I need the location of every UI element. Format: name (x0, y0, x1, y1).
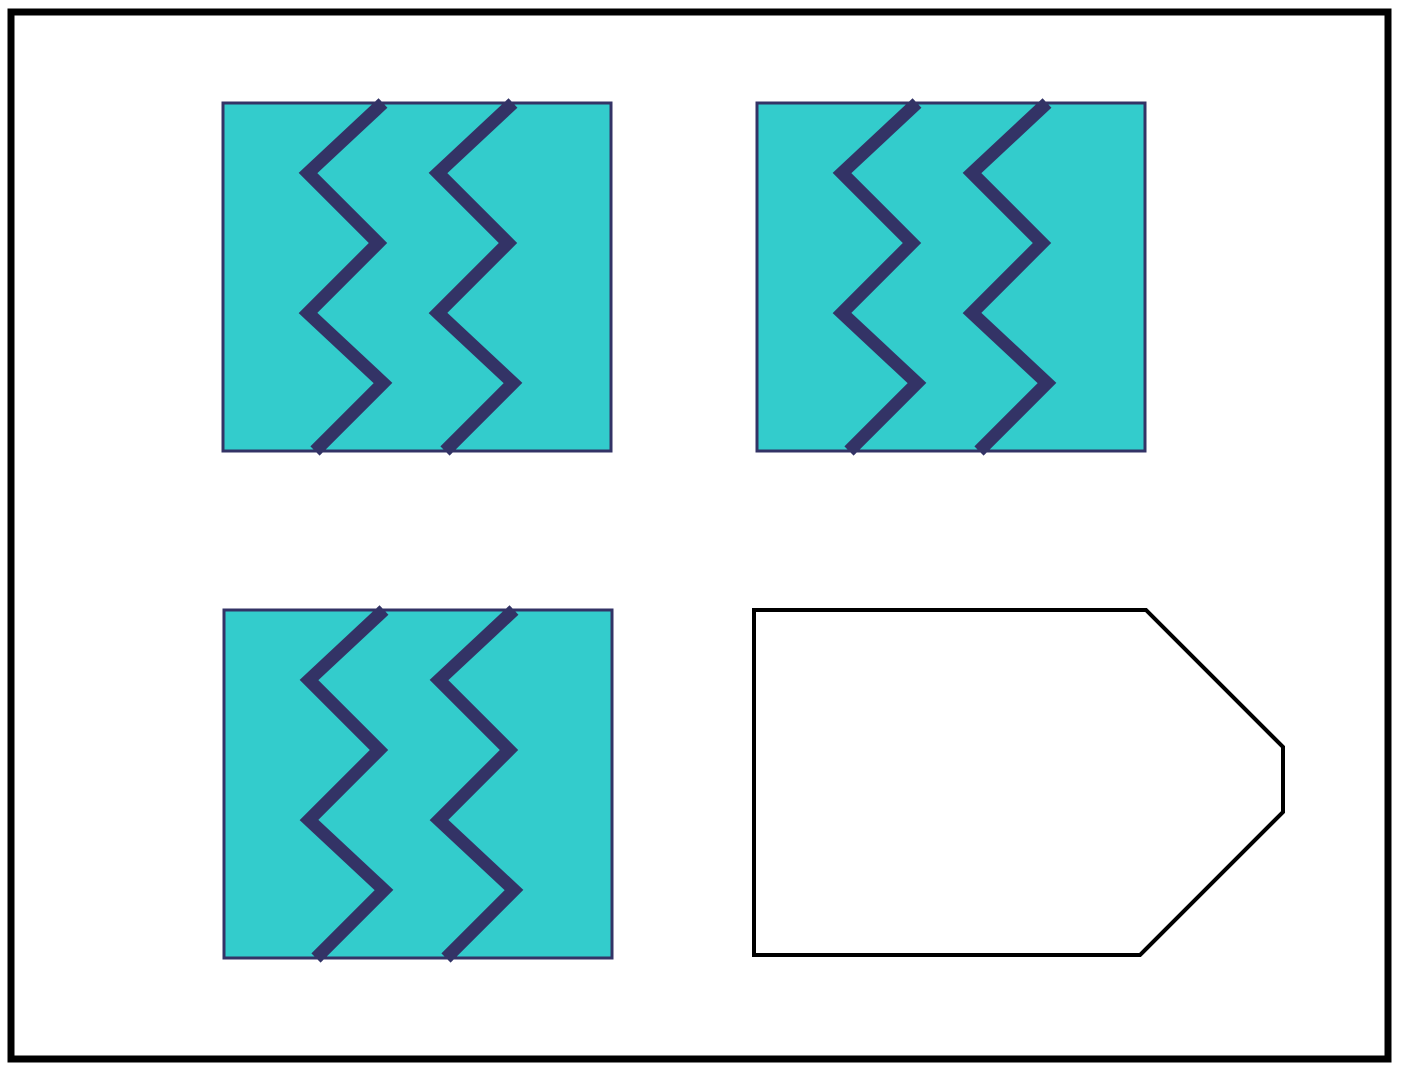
zigzag-line-left (298, 98, 393, 456)
tile-background (222, 608, 614, 960)
tile-background (755, 101, 1147, 453)
zigzag-line-right (429, 605, 524, 963)
zigzag-line-right (962, 98, 1057, 456)
zigzag-line-left (832, 98, 927, 456)
pattern-tile-top-left (221, 98, 613, 456)
zigzag-line-right (428, 98, 523, 456)
tile-background (221, 101, 613, 453)
pattern-tile-top-right (755, 98, 1147, 456)
outer-frame (7, 8, 1392, 1063)
pattern-tile-bottom-left (222, 605, 614, 963)
missing-piece-outline (752, 608, 1285, 957)
zigzag-line-left (299, 605, 394, 963)
